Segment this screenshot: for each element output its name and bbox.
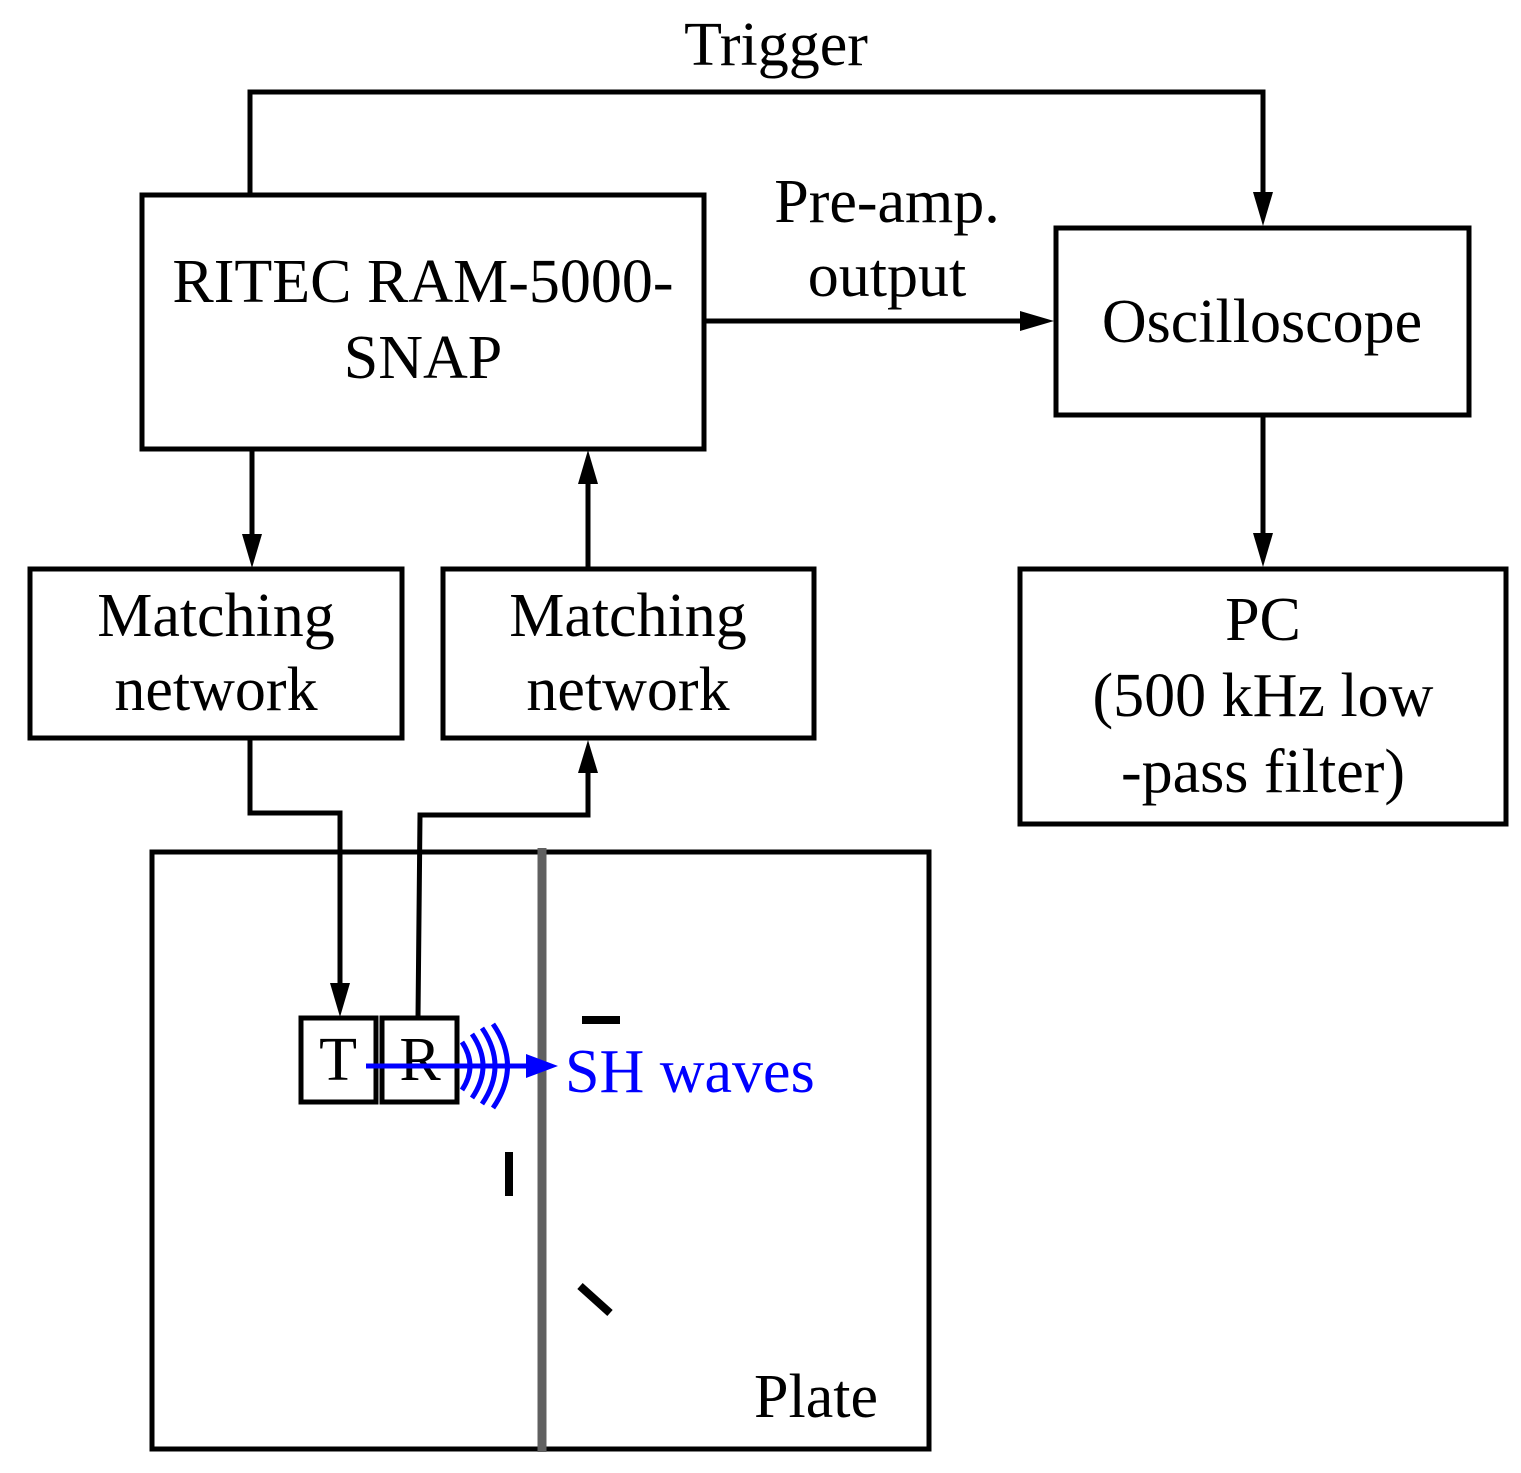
pc-block: PC (500 kHz low -pass filter)	[1017, 566, 1509, 827]
trigger-connection	[247, 89, 1273, 226]
matching-right-line2: network	[526, 656, 729, 724]
preamp-label-line2: output	[808, 242, 966, 310]
matching-right-line1: Matching	[509, 582, 747, 650]
ritec-to-matching-left	[242, 449, 262, 568]
matching-left-line2: network	[114, 656, 317, 724]
receiver: R	[379, 1015, 460, 1105]
transmitter-label: T	[319, 1026, 357, 1094]
trigger-label: Trigger	[684, 11, 868, 79]
matching-right-to-ritec	[578, 450, 598, 569]
ritec-block: RITEC RAM-5000- SNAP	[139, 192, 707, 452]
sh-waves-label: SH waves	[565, 1038, 815, 1106]
defect-inclined	[577, 1283, 613, 1316]
matching-left-to-transmitter	[247, 738, 350, 1017]
pc-label-line3: -pass filter)	[1121, 738, 1405, 806]
transmitter: T	[298, 1015, 379, 1105]
preamp-label-line1: Pre-amp.	[774, 168, 1000, 236]
receiver-to-matching-right	[415, 740, 598, 1019]
wave-arrow	[366, 1054, 558, 1078]
plate-label: Plate	[754, 1363, 878, 1431]
trigger-arrowhead	[1253, 192, 1273, 226]
preamp-connection	[704, 311, 1054, 331]
pc-label-line1: PC	[1225, 586, 1301, 654]
receiver-label: R	[399, 1026, 441, 1094]
matching-network-left: Matching network	[27, 566, 405, 741]
matching-left-line1: Matching	[97, 582, 335, 650]
pc-arrowhead	[1253, 533, 1273, 567]
oscilloscope-label: Oscilloscope	[1102, 288, 1422, 356]
ritec-label-line1: RITEC RAM-5000-	[172, 248, 673, 316]
scope-to-pc-connection	[1253, 415, 1273, 567]
preamp-arrowhead	[1020, 311, 1054, 331]
pc-label-line2: (500 kHz low	[1093, 662, 1434, 730]
oscilloscope-block: Oscilloscope	[1053, 225, 1472, 418]
matching-network-right: Matching network	[440, 566, 817, 741]
ritec-label-line2: SNAP	[344, 324, 503, 392]
